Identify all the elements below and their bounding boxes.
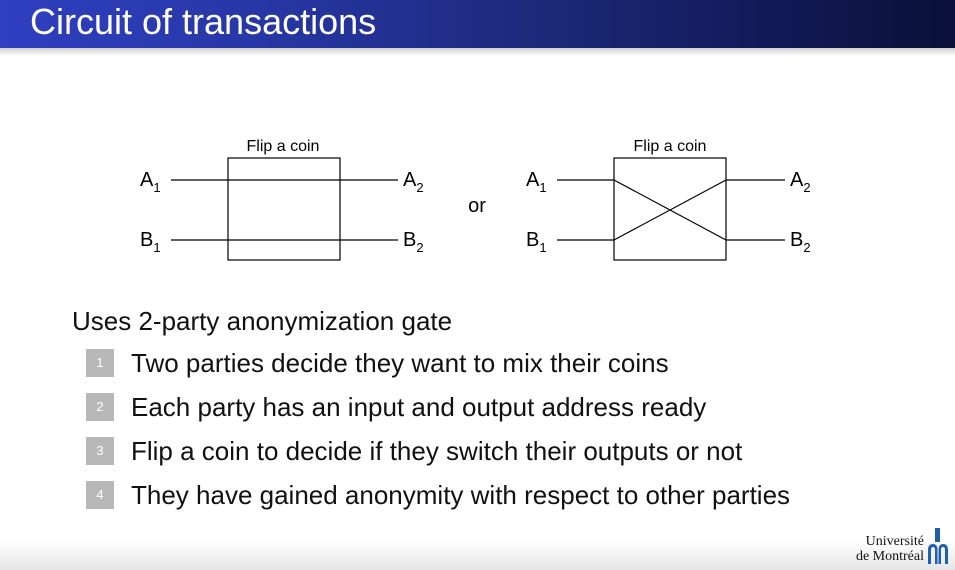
item-text: Each party has an input and output addre…: [131, 391, 707, 422]
gate-box: [227, 157, 341, 261]
list-item: 3 Flip a coin to decide if they switch t…: [86, 436, 742, 466]
slide-title: Circuit of transactions: [30, 1, 377, 42]
gate-box: [613, 157, 727, 261]
list-item: 4 They have gained anonymity with respec…: [86, 480, 790, 510]
udem-logo-icon: [928, 528, 948, 564]
item-text: Two parties decide they want to mix thei…: [131, 347, 669, 378]
input-b-label: B1: [526, 229, 547, 255]
title-bar: Circuit of transactions: [0, 0, 955, 48]
item-number-badge: 2: [86, 393, 114, 421]
input-a-label: A1: [526, 169, 547, 195]
cross-wire-2: [613, 179, 727, 241]
output-a-label: A2: [790, 169, 811, 195]
circuit-diagram: Flip a coin A1 B1 A2 B2 or Flip a coin A…: [140, 138, 811, 261]
output-b-label: B2: [403, 229, 424, 255]
footer-fade: [0, 540, 955, 570]
gate-label: Flip a coin: [634, 138, 707, 155]
input-b-label: B1: [140, 229, 161, 255]
item-number-badge: 4: [86, 481, 114, 509]
item-text: Flip a coin to decide if they switch the…: [131, 435, 743, 466]
input-a-label: A1: [140, 169, 161, 195]
gate-label: Flip a coin: [247, 138, 320, 155]
or-separator: or: [468, 195, 486, 217]
gate-crossed: Flip a coin A1 B1 A2 B2: [526, 138, 811, 261]
item-number-badge: 3: [86, 437, 114, 465]
output-a-label: A2: [403, 169, 424, 195]
output-b-label: B2: [790, 229, 811, 255]
gate-straight: Flip a coin A1 B1 A2 B2: [140, 138, 424, 261]
item-text: They have gained anonymity with respect …: [131, 479, 791, 510]
title-shadow: [0, 48, 955, 56]
lead-text: Uses 2-party anonymization gate: [72, 306, 453, 336]
list-item: 2 Each party has an input and output add…: [86, 392, 706, 422]
logo-text: Université de Montréal: [855, 534, 924, 564]
item-number-badge: 1: [86, 349, 114, 377]
list-item: 1 Two parties decide they want to mix th…: [86, 348, 669, 378]
university-logo: Université de Montréal: [856, 522, 949, 564]
